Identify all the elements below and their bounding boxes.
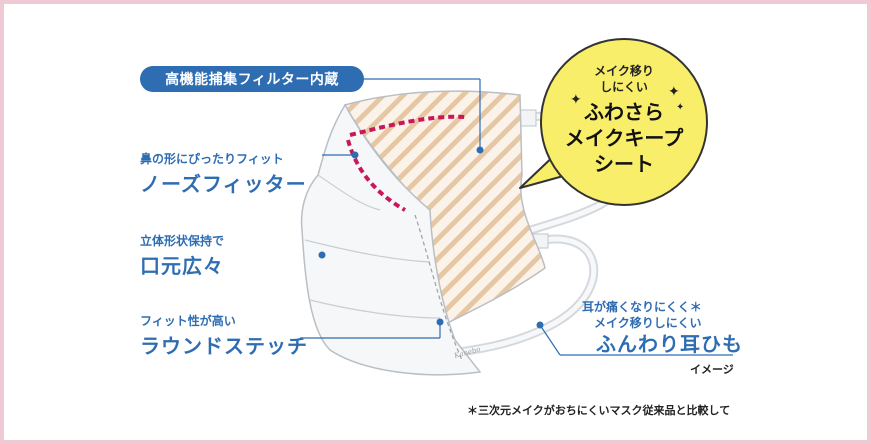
stitch-title: ラウンドステッチ <box>140 334 308 358</box>
nose-fitter-title: ノーズフィッター <box>140 172 307 196</box>
footnote: ＊三次元メイクがおちにくいマスク従来品と比較して <box>467 404 731 417</box>
badge-line5: シート <box>594 152 654 176</box>
round-stitch-line <box>414 214 463 361</box>
filter-label: 高機能捕集フィルター内蔵 <box>140 66 364 92</box>
nose-fitter-sub: 鼻の形にぴったりフィット <box>140 152 284 166</box>
stitch-sub: フィット性が高い <box>140 314 236 328</box>
badge-line3: ふわさら <box>584 100 664 124</box>
image-note: イメージ <box>690 363 734 376</box>
makeup-keep-badge: メイク移り しにくい ふわさら メイクキープ シート ✦ ✦ ✦ <box>540 38 708 206</box>
ear-loop-sub1: 耳が痛くなりにくく＊ <box>582 300 702 314</box>
sparkle-icon: ✦ <box>570 92 582 108</box>
ear-loop-title: ふんわり耳ひも <box>596 332 743 356</box>
badge-line4: メイクキープ <box>564 126 684 150</box>
badge-line1: メイク移り <box>594 64 654 78</box>
shape-title: 口元広々 <box>140 254 224 278</box>
sparkle-icon: ✦ <box>668 84 680 100</box>
sparkle-icon: ✦ <box>676 102 685 113</box>
nose-fitter-stitch-side <box>346 139 406 212</box>
ear-loop-sub2: メイク移りしにくい <box>594 316 702 330</box>
ear-loop-lower-inner <box>417 236 597 359</box>
mask-outer <box>300 103 482 376</box>
badge-line2: しにくい <box>600 80 648 94</box>
nose-fitter-stitch <box>349 114 466 137</box>
shape-sub: 立体形状保持で <box>140 234 225 248</box>
